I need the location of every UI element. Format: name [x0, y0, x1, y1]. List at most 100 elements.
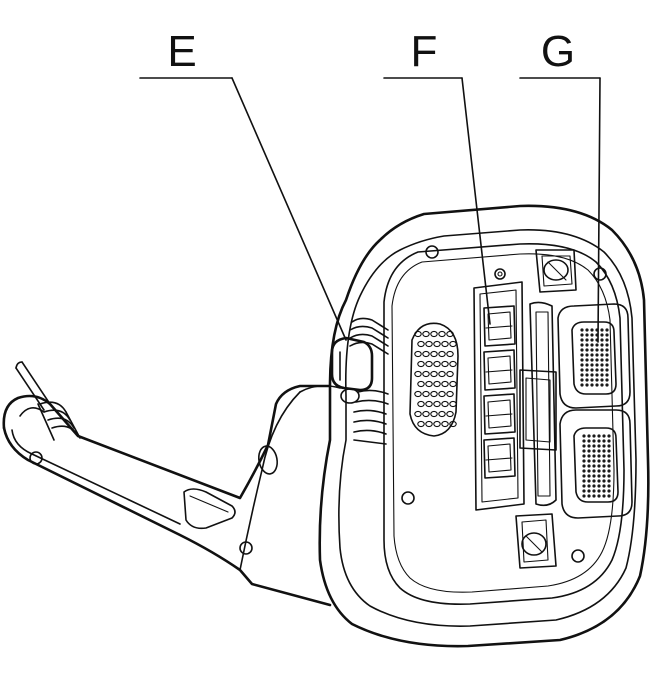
grille-hole	[592, 439, 596, 443]
grille-hole	[580, 373, 584, 377]
vent-hole	[449, 340, 457, 348]
grille-hole	[580, 358, 584, 362]
grille-hole	[602, 489, 606, 493]
grille-hole	[600, 368, 604, 372]
vent-hole	[441, 360, 449, 368]
top-foot	[535, 249, 577, 293]
grille-hole	[587, 444, 591, 448]
grille-hole	[585, 338, 589, 342]
grille-hole	[605, 328, 609, 332]
callout-e: E	[139, 27, 347, 341]
grille-hole	[582, 444, 586, 448]
leader-line-g	[597, 77, 601, 343]
grille-hole	[587, 434, 591, 438]
grille-hole	[605, 368, 609, 372]
grille-hole	[607, 459, 611, 463]
grille-hole	[580, 378, 584, 382]
vent-hole	[417, 360, 425, 368]
grille-hole	[585, 348, 589, 352]
button-strip	[473, 281, 525, 511]
grille-hole	[600, 363, 604, 367]
vent-hole	[433, 360, 441, 368]
upper-right-grille	[557, 303, 631, 409]
grille-hole	[585, 363, 589, 367]
grille-hole	[605, 373, 609, 377]
grille-hole	[582, 449, 586, 453]
grille-hole	[597, 469, 601, 473]
grille-hole	[592, 454, 596, 458]
cable	[15, 361, 51, 411]
grille-hole	[607, 489, 611, 493]
grille-hole	[582, 434, 586, 438]
grille-hole	[600, 328, 604, 332]
grille-hole	[597, 464, 601, 468]
vent-hole	[446, 390, 454, 398]
grille-hole	[592, 444, 596, 448]
vent-hole	[438, 350, 446, 358]
grille-hole	[600, 333, 604, 337]
grille-hole	[585, 353, 589, 357]
vent-hole	[430, 350, 438, 358]
grille-hole	[590, 363, 594, 367]
grille-hole	[597, 439, 601, 443]
vent-hole	[430, 370, 438, 378]
grille-hole	[605, 363, 609, 367]
vent-hole	[446, 410, 454, 418]
head-shell	[318, 204, 650, 648]
grille-hole	[590, 383, 594, 387]
center-slot	[519, 301, 557, 507]
grille-hole	[602, 494, 606, 498]
grille-hole	[592, 484, 596, 488]
grille-hole	[585, 343, 589, 347]
grille-hole	[595, 368, 599, 372]
grille-hole	[587, 494, 591, 498]
grille-hole	[602, 444, 606, 448]
grille-hole	[587, 464, 591, 468]
grille-hole	[585, 373, 589, 377]
grille-hole	[602, 439, 606, 443]
grille-hole	[607, 484, 611, 488]
grille-hole	[587, 474, 591, 478]
hinge-connector	[330, 317, 389, 445]
grille-hole	[590, 338, 594, 342]
vent-hole	[433, 380, 441, 388]
grille-hole	[587, 439, 591, 443]
grille-hole	[605, 343, 609, 347]
vent-hole	[433, 420, 441, 428]
grille-hole	[582, 484, 586, 488]
grille-hole	[595, 348, 599, 352]
vent-hole	[441, 340, 449, 348]
vent-hole	[446, 370, 454, 378]
label-g: G	[541, 27, 575, 76]
grille-hole	[580, 368, 584, 372]
grille-hole	[582, 489, 586, 493]
grille-hole	[602, 454, 606, 458]
grille-hole	[580, 343, 584, 347]
grille-hole	[587, 479, 591, 483]
grille-hole	[585, 383, 589, 387]
vent-hole	[425, 420, 433, 428]
grille-hole	[607, 479, 611, 483]
vent-hole	[414, 370, 422, 378]
grille-hole	[600, 338, 604, 342]
vent-hole	[449, 420, 457, 428]
grille-hole	[585, 333, 589, 337]
grille-hole	[587, 449, 591, 453]
grille-hole	[582, 469, 586, 473]
vent-hole	[441, 400, 449, 408]
grille-hole	[580, 363, 584, 367]
grille-hole	[607, 434, 611, 438]
grille-hole	[602, 434, 606, 438]
grille-hole	[607, 469, 611, 473]
grille-hole	[592, 469, 596, 473]
grille-hole	[607, 454, 611, 458]
grille-hole	[597, 489, 601, 493]
strip-button-4	[483, 437, 516, 479]
vent-hole	[414, 410, 422, 418]
grille-hole	[600, 353, 604, 357]
grille-hole	[580, 328, 584, 332]
callout-f: F	[383, 27, 491, 325]
label-e: E	[167, 27, 196, 76]
vent-hole	[441, 380, 449, 388]
